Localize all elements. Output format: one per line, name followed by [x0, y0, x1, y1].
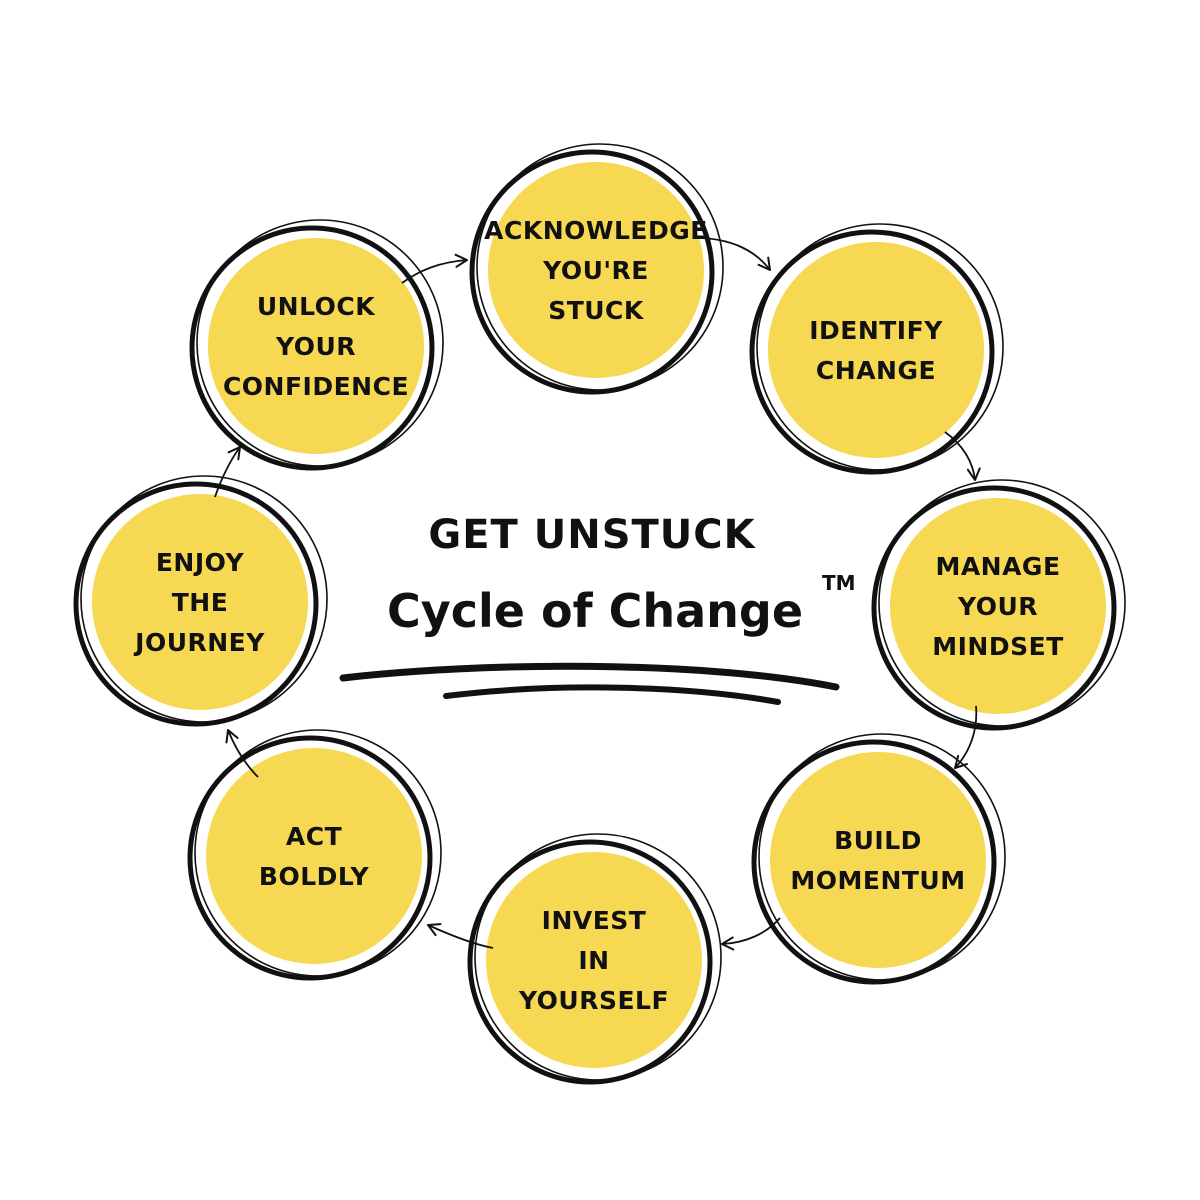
node-outline [187, 735, 433, 981]
node-outline [871, 485, 1117, 731]
node-label-line: THE [172, 588, 229, 617]
arrow-invest-to-act [427, 923, 494, 949]
node-outline-sketch [756, 223, 1004, 471]
node-outline [469, 149, 715, 395]
node-outline-sketch [878, 479, 1126, 727]
node-outline-sketch [194, 729, 442, 977]
node-fill [208, 238, 424, 454]
node-outline [467, 839, 713, 1085]
node-outline [73, 481, 319, 727]
diagram-subtitle: GET UNSTUCK [428, 512, 756, 558]
arrow-act-to-enjoy [225, 729, 259, 778]
node-fill [206, 748, 422, 964]
node-fill [770, 752, 986, 968]
node-label-line: MANAGE [935, 552, 1060, 581]
cycle-node-build: BUILD MOMENTUM [751, 733, 1006, 985]
node-label-line: BOLDLY [259, 862, 370, 891]
node-label-line: MOMENTUM [790, 866, 965, 895]
node-fill [488, 162, 704, 378]
node-outline-sketch [476, 143, 724, 391]
node-label-line: BUILD [834, 826, 922, 855]
node-label-line: CONFIDENCE [223, 372, 409, 401]
node-fill [486, 852, 702, 1068]
arrow-build-to-invest [721, 917, 781, 951]
cycle-node-unlock: UNLOCK YOUR CONFIDENCE [189, 219, 444, 471]
cycle-nodes: ACKNOWLEDGE YOU'RE STUCK IDENTIFY CHANGE MANA… [73, 143, 1126, 1085]
cycle-node-manage: MANAGE YOUR MINDSET [871, 479, 1126, 731]
node-label-line: MINDSET [932, 632, 1064, 661]
node-outline-sketch [758, 733, 1006, 981]
arrow-enjoy-to-unlock [214, 446, 241, 498]
node-outline [749, 229, 995, 475]
arrow-identify-to-manage [944, 431, 981, 481]
node-label-line: IDENTIFY [809, 316, 943, 345]
cycle-node-acknowledge: ACKNOWLEDGE YOU'RE STUCK [469, 143, 724, 395]
node-label-line: YOUR [275, 332, 356, 361]
node-label-line: ACKNOWLEDGE [484, 216, 708, 245]
cycle-node-identify: IDENTIFY CHANGE [749, 223, 1004, 475]
node-outline [751, 739, 997, 985]
cycle-node-act: ACT BOLDLY [187, 729, 442, 981]
node-label-line: STUCK [548, 296, 645, 325]
node-label-line: IN [578, 946, 609, 975]
cycle-arrows [214, 237, 981, 951]
node-label-line: YOUR [957, 592, 1038, 621]
node-label-line: YOU'RE [542, 256, 649, 285]
node-outline-sketch [80, 475, 328, 723]
arrow-unlock-to-acknowledge [401, 253, 468, 284]
node-label-line: JOURNEY [133, 628, 265, 657]
node-label-line: YOURSELF [518, 986, 669, 1015]
arrow-acknowledge-to-identify [695, 237, 771, 271]
node-fill [768, 242, 984, 458]
arrow-manage-to-build [954, 705, 978, 769]
node-outline-sketch [474, 833, 722, 1081]
cycle-node-invest: INVEST IN YOURSELF [467, 833, 722, 1085]
node-label-line: CHANGE [816, 356, 936, 385]
node-label-line: ENJOY [156, 548, 245, 577]
node-label-line: ACT [286, 822, 342, 851]
node-outline [189, 225, 435, 471]
cycle-node-enjoy: ENJOY THE JOURNEY [73, 475, 328, 727]
node-fill [890, 498, 1106, 714]
node-fill [92, 494, 308, 710]
node-outline-sketch [196, 219, 444, 467]
title-underline [339, 662, 840, 705]
node-label-line: INVEST [542, 906, 647, 935]
trademark-mark: TM [822, 571, 856, 595]
diagram-title: Cycle of Change [387, 584, 803, 638]
node-label-line: UNLOCK [257, 292, 376, 321]
